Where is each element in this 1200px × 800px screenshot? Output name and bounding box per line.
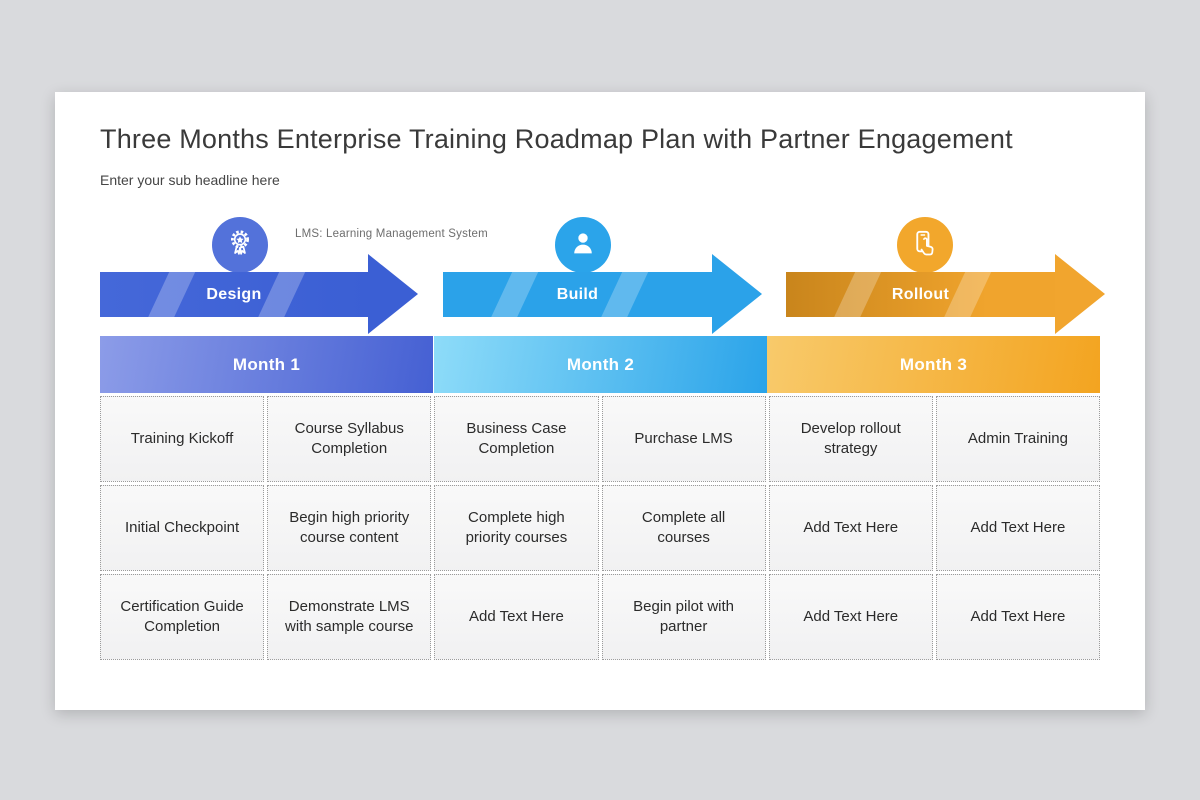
tap-gesture-icon <box>909 227 941 264</box>
month-3-header: Month 3 <box>767 336 1100 393</box>
page-subtitle: Enter your sub headline here <box>100 172 280 188</box>
table-cell: Add Text Here <box>768 485 933 571</box>
table-cell: Training Kickoff <box>100 396 265 482</box>
award-ribbon-icon <box>224 227 256 264</box>
rollout-arrow: Rollout <box>786 272 1055 317</box>
table-cell: Begin high priority course content <box>267 485 432 571</box>
table-cell: Business Case Completion <box>434 396 599 482</box>
table-cell: Course Syllabus Completion <box>267 396 432 482</box>
rollout-arrow-label: Rollout <box>891 286 950 303</box>
page-title: Three Months Enterprise Training Roadmap… <box>100 124 1013 154</box>
month-1-header: Month 1 <box>100 336 433 393</box>
table-cell: Develop rollout strategy <box>768 396 933 482</box>
build-arrow-label: Build <box>556 286 599 303</box>
milestone-table: Training Kickoff Course Syllabus Complet… <box>100 396 1100 660</box>
table-cell: Certification Guide Completion <box>100 574 265 660</box>
table-cell: Initial Checkpoint <box>100 485 265 571</box>
build-phase-badge <box>555 217 611 273</box>
person-icon <box>567 227 599 264</box>
build-arrow-head <box>712 254 762 334</box>
design-phase-badge <box>212 217 268 273</box>
table-cell: Add Text Here <box>935 485 1100 571</box>
month-2-header: Month 2 <box>434 336 767 393</box>
rollout-arrow-head <box>1055 254 1105 334</box>
slide-card: Three Months Enterprise Training Roadmap… <box>55 92 1145 710</box>
table-cell: Begin pilot with partner <box>601 574 766 660</box>
table-cell: Add Text Here <box>434 574 599 660</box>
table-cell: Purchase LMS <box>601 396 766 482</box>
design-arrow-label: Design <box>206 286 262 303</box>
rollout-phase-badge <box>897 217 953 273</box>
lms-abbreviation-note: LMS: Learning Management System <box>295 228 488 240</box>
table-cell: Complete high priority courses <box>434 485 599 571</box>
table-cell: Demonstrate LMS with sample course <box>267 574 432 660</box>
table-cell: Complete all courses <box>601 485 766 571</box>
design-arrow: Design <box>100 272 368 317</box>
table-cell: Add Text Here <box>935 574 1100 660</box>
table-cell: Admin Training <box>935 396 1100 482</box>
table-cell: Add Text Here <box>768 574 933 660</box>
build-arrow: Build <box>443 272 712 317</box>
design-arrow-head <box>368 254 418 334</box>
